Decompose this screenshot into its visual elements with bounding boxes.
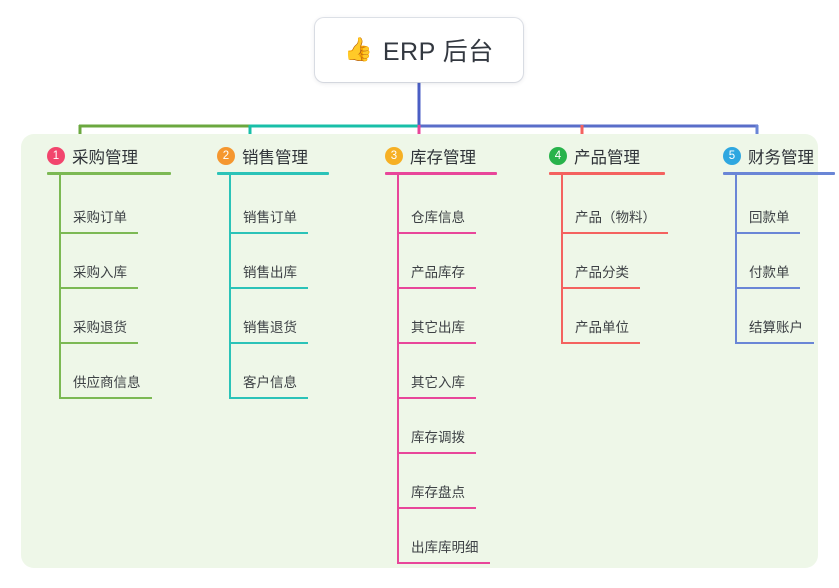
item-underline (59, 232, 139, 234)
item-underline (397, 232, 477, 234)
item-label: 仓库信息 (411, 210, 465, 225)
item-underline (735, 287, 801, 289)
column-title-5: 财务管理 (748, 149, 814, 167)
diagram-panel: 1 采购管理采购订单采购入库采购退货供应商信息 2 销售管理销售订单销售出库销售退货客… (21, 134, 835, 568)
column-header-2[interactable]: 2 销售管理 (217, 144, 308, 168)
item-label: 客户信息 (243, 375, 297, 390)
item-underline (561, 287, 641, 289)
item-label: 采购退货 (73, 320, 127, 335)
column-title-3: 库存管理 (410, 149, 476, 167)
column-title-2: 销售管理 (242, 149, 308, 167)
column-spine-4 (561, 175, 563, 344)
item-label: 库存盘点 (411, 485, 465, 500)
column-title-1: 采购管理 (72, 149, 138, 167)
page-title: ERP 后台 (382, 38, 494, 66)
column-header-4[interactable]: 4 产品管理 (549, 144, 640, 168)
column-spine-3 (397, 175, 399, 564)
column-underline-2 (217, 172, 329, 175)
column-underline-5 (723, 172, 835, 175)
item-underline (229, 397, 309, 399)
column-underline-3 (385, 172, 497, 175)
item-label: 销售订单 (243, 210, 297, 225)
item-label: 产品单位 (575, 320, 629, 335)
item-underline (561, 342, 641, 344)
column-underline-1 (47, 172, 171, 175)
item-underline (397, 562, 490, 564)
item-underline (561, 232, 668, 234)
item-label: 付款单 (749, 265, 790, 280)
item-underline (397, 507, 477, 509)
item-underline (397, 397, 477, 399)
column-badge-3: 3 (385, 147, 403, 165)
title-inner: 👍 ERP 后台 (344, 32, 494, 68)
item-underline (229, 232, 309, 234)
column-badge-2: 2 (217, 147, 235, 165)
item-label: 库存调拨 (411, 430, 465, 445)
column-spine-5 (735, 175, 737, 344)
item-label: 供应商信息 (73, 375, 141, 390)
item-label: 销售退货 (243, 320, 297, 335)
item-underline (59, 397, 152, 399)
column-underline-4 (549, 172, 665, 175)
column-header-3[interactable]: 3 库存管理 (385, 144, 476, 168)
item-underline (229, 342, 309, 344)
item-label: 产品库存 (411, 265, 465, 280)
item-underline (397, 452, 477, 454)
item-label: 采购入库 (73, 265, 127, 280)
column-title-4: 产品管理 (574, 149, 640, 167)
item-label: 产品分类 (575, 265, 629, 280)
item-label: 结算账户 (749, 320, 803, 335)
column-header-5[interactable]: 5 财务管理 (723, 144, 814, 168)
item-underline (229, 287, 309, 289)
item-underline (735, 232, 801, 234)
column-badge-4: 4 (549, 147, 567, 165)
item-underline (59, 287, 139, 289)
item-underline (59, 342, 139, 344)
item-label: 其它入库 (411, 375, 465, 390)
column-badge-1: 1 (47, 147, 65, 165)
item-label: 回款单 (749, 210, 790, 225)
item-label: 销售出库 (243, 265, 297, 280)
column-badge-5: 5 (723, 147, 741, 165)
item-underline (397, 287, 477, 289)
diagram-title-card: 👍 ERP 后台 (315, 18, 523, 82)
item-label: 产品（物料） (575, 210, 656, 225)
item-underline (397, 342, 477, 344)
item-label: 其它出库 (411, 320, 465, 335)
thumbs-up-icon: 👍 (344, 35, 373, 62)
column-header-1[interactable]: 1 采购管理 (47, 144, 138, 168)
item-label: 出库库明细 (411, 540, 479, 555)
item-underline (735, 342, 815, 344)
item-label: 采购订单 (73, 210, 127, 225)
